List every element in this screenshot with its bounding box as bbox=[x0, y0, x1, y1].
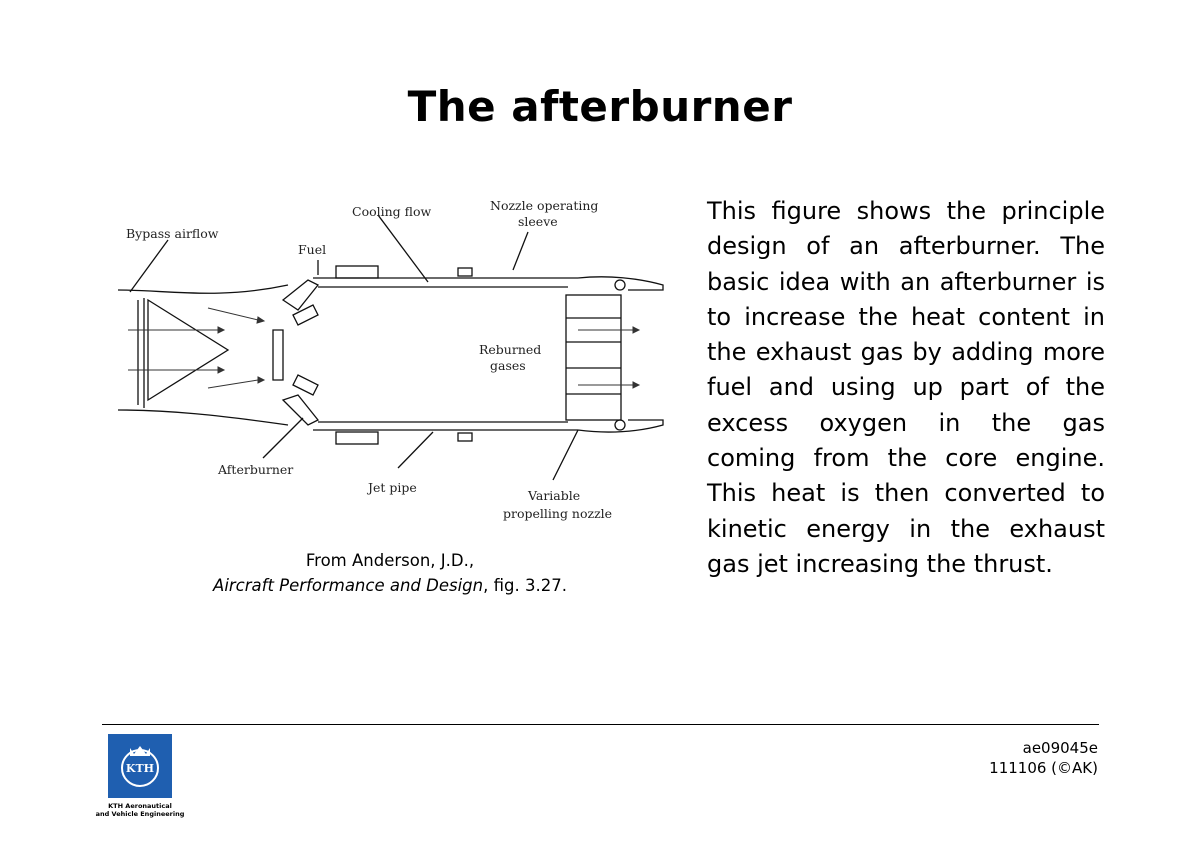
slide-code: ae09045e bbox=[1022, 739, 1098, 757]
bypass-duct-top bbox=[117, 284, 289, 294]
caption-book-title: Aircraft Performance and Design bbox=[213, 576, 484, 595]
nozzle-bottom bbox=[577, 419, 664, 433]
caption-line-2: Aircraft Performance and Design, fig. 3.… bbox=[160, 573, 620, 598]
kth-logo: KTH bbox=[108, 734, 172, 798]
label-afterburner: Afterburner bbox=[217, 462, 293, 477]
slide-date: 111106 (©AK) bbox=[989, 759, 1098, 777]
flame-holder-bottom bbox=[281, 394, 320, 426]
label-cooling-flow: Cooling flow bbox=[352, 204, 431, 219]
logo-text: KTH bbox=[126, 762, 154, 775]
core-cone bbox=[147, 298, 230, 402]
page-title: The afterburner bbox=[407, 82, 793, 131]
afterburner-diagram: Bypass airflow Fuel Cooling flow Nozzle … bbox=[108, 190, 668, 530]
logo-caption-line-1: KTH Aeronautical bbox=[108, 802, 172, 810]
label-variable-1: Variable bbox=[527, 488, 580, 503]
flame-holder-top bbox=[281, 279, 320, 311]
description-text: This figure shows the principle design o… bbox=[707, 194, 1105, 582]
footer-meta: ae09045e 111106 (©AK) bbox=[989, 738, 1098, 778]
afterburner-schematic: Bypass airflow Fuel Cooling flow Nozzle … bbox=[117, 198, 664, 521]
kth-logo-icon: KTH bbox=[108, 734, 172, 798]
logo-caption: KTH Aeronautical and Vehicle Engineering bbox=[90, 802, 190, 818]
figure-caption: From Anderson, J.D., Aircraft Performanc… bbox=[160, 548, 620, 598]
flame-holder-center bbox=[272, 329, 284, 381]
label-jet-pipe: Jet pipe bbox=[366, 480, 417, 495]
variable-nozzle bbox=[565, 294, 622, 421]
nozzle-hinge-bottom bbox=[614, 419, 626, 431]
label-nozzle-sleeve-2: sleeve bbox=[518, 214, 558, 229]
caption-line-1: From Anderson, J.D., bbox=[305, 551, 475, 570]
label-reburned-2: gases bbox=[490, 358, 526, 373]
actuator-top bbox=[335, 265, 379, 279]
logo-caption-line-2: and Vehicle Engineering bbox=[95, 810, 185, 818]
label-reburned-1: Reburned bbox=[479, 342, 541, 357]
label-bypass-airflow: Bypass airflow bbox=[126, 226, 219, 241]
nozzle-top bbox=[577, 276, 664, 291]
nozzle-hinge-top bbox=[614, 279, 626, 291]
actuator-bottom bbox=[335, 431, 379, 445]
label-variable-2: propelling nozzle bbox=[503, 506, 612, 521]
footer-divider bbox=[102, 724, 1099, 725]
label-nozzle-sleeve-1: Nozzle operating bbox=[490, 198, 598, 213]
caption-figure-ref: , fig. 3.27. bbox=[483, 576, 567, 595]
label-fuel: Fuel bbox=[298, 242, 326, 257]
description-paragraph: This figure shows the principle design o… bbox=[707, 197, 1105, 578]
bypass-duct-bottom bbox=[117, 409, 289, 426]
